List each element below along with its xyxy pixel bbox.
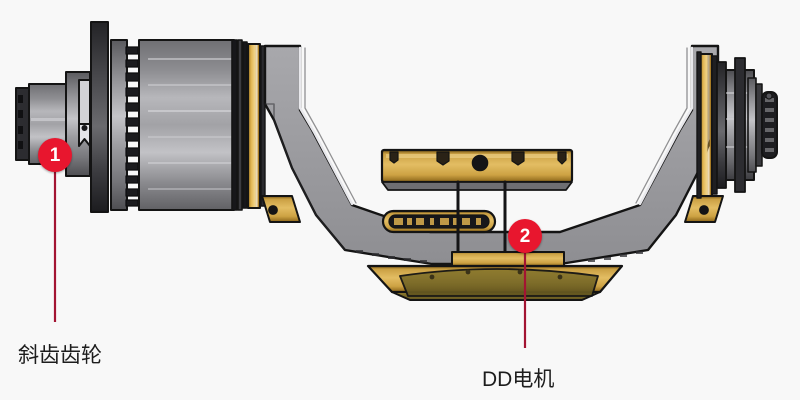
brass-seal-band (247, 43, 266, 209)
dd-motor-bolt-marks (429, 269, 563, 280)
vent-slot-segments (394, 218, 481, 225)
callout-badge-1[interactable]: 1 (38, 138, 72, 172)
callout-badge-2[interactable]: 2 (508, 219, 542, 253)
flange-disc (90, 21, 109, 213)
helical-gear (110, 39, 140, 211)
brass-vent-slot (381, 209, 497, 234)
internal-shafts (456, 180, 507, 258)
center-bore-hole (471, 154, 489, 172)
gear-teeth (125, 46, 140, 207)
right-end-cap (761, 91, 778, 159)
callout-label-helical-gear: 斜齿齿轮 (18, 344, 102, 367)
right-corner-pad (684, 195, 724, 223)
callout-leader-lines (53, 172, 527, 348)
right-hub-assembly (696, 51, 763, 199)
callout-label-dd-motor: DD电机 (482, 368, 555, 391)
gear-housing-cylinder (138, 39, 248, 211)
yoke-body (263, 44, 720, 266)
dd-motor-plate (366, 251, 624, 301)
brass-top-plate (380, 148, 574, 191)
left-corner-pad (261, 195, 301, 223)
bracket-edge-texture (356, 250, 643, 263)
